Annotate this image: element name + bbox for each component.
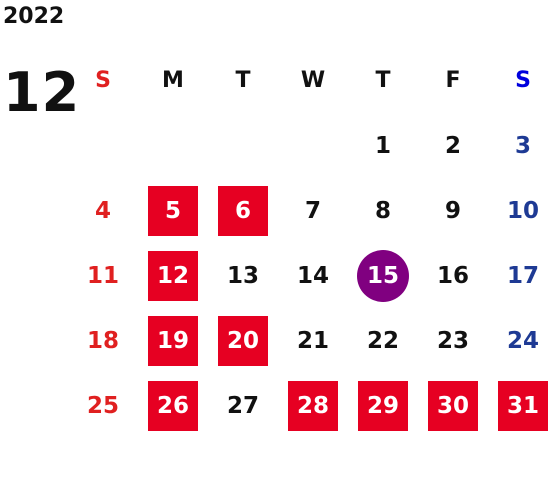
weekday-thursday: T: [375, 68, 391, 93]
day-number: 7: [304, 197, 321, 224]
day-cell[interactable]: 2: [418, 113, 488, 178]
day-cell[interactable]: 22: [348, 308, 418, 373]
day-cell[interactable]: 13: [208, 243, 278, 308]
day-number: 10: [506, 197, 539, 224]
day-number: 13: [226, 262, 259, 289]
day-number: 21: [296, 327, 329, 354]
day-cell[interactable]: 8: [348, 178, 418, 243]
weekday-sunday: S: [95, 68, 111, 93]
day-cell[interactable]: 17: [488, 243, 548, 308]
day-cell[interactable]: 20: [208, 308, 278, 373]
highlighted-day-number: 26: [148, 380, 198, 431]
day-cell[interactable]: 21: [278, 308, 348, 373]
weekday-friday: F: [445, 68, 461, 93]
highlighted-day-number: 28: [288, 380, 338, 431]
day-number: 14: [296, 262, 329, 289]
empty-day-cell: [68, 113, 138, 178]
week-row: 18 19 20 21 22 23 24: [68, 308, 548, 373]
day-number: 9: [444, 197, 461, 224]
day-cell[interactable]: 26: [138, 373, 208, 438]
day-cell[interactable]: 7: [278, 178, 348, 243]
highlighted-day-number: 20: [218, 315, 268, 366]
week-row: 1 2 3: [68, 113, 548, 178]
day-cell[interactable]: 28: [278, 373, 348, 438]
highlighted-day-number: 12: [148, 250, 198, 301]
highlighted-day-number: 31: [498, 380, 548, 431]
day-number: 23: [436, 327, 469, 354]
weekday-tuesday: T: [235, 68, 251, 93]
day-cell[interactable]: 30: [418, 373, 488, 438]
day-cell[interactable]: 27: [208, 373, 278, 438]
day-cell[interactable]: 1: [348, 113, 418, 178]
empty-day-cell: [278, 113, 348, 178]
day-number: 16: [436, 262, 469, 289]
weekday-saturday: S: [515, 68, 531, 93]
day-cell[interactable]: 23: [418, 308, 488, 373]
day-number: 27: [226, 392, 259, 419]
highlighted-day-number: 30: [428, 380, 478, 431]
week-row: 11 12 13 14 15 16 17: [68, 243, 548, 308]
day-number: 17: [506, 262, 539, 289]
day-cell[interactable]: 31: [488, 373, 548, 438]
highlighted-day-number: 5: [148, 185, 198, 236]
empty-day-cell: [208, 113, 278, 178]
highlighted-day-number: 6: [218, 185, 268, 236]
day-number: 25: [86, 392, 119, 419]
highlighted-day-number: 19: [148, 315, 198, 366]
day-cell[interactable]: 11: [68, 243, 138, 308]
weekday-wednesday: W: [300, 68, 326, 93]
day-cell[interactable]: 19: [138, 308, 208, 373]
day-cell[interactable]: 18: [68, 308, 138, 373]
day-cell[interactable]: 14: [278, 243, 348, 308]
month-label: 12: [3, 61, 81, 124]
day-cell[interactable]: 9: [418, 178, 488, 243]
today-day-number: 15: [357, 249, 409, 302]
day-cell[interactable]: 29: [348, 373, 418, 438]
day-cell[interactable]: 5: [138, 178, 208, 243]
day-number: 22: [366, 327, 399, 354]
day-cell[interactable]: 15: [348, 243, 418, 308]
day-cell[interactable]: 6: [208, 178, 278, 243]
day-number: 4: [94, 197, 111, 224]
weekday-header-row: S M T W T F S: [68, 48, 548, 113]
day-number: 1: [374, 132, 391, 159]
day-number: 8: [374, 197, 391, 224]
day-number: 3: [514, 132, 531, 159]
day-number: 11: [86, 262, 119, 289]
day-cell[interactable]: 16: [418, 243, 488, 308]
empty-day-cell: [138, 113, 208, 178]
day-cell[interactable]: 4: [68, 178, 138, 243]
year-label: 2022: [3, 4, 65, 29]
day-cell[interactable]: 24: [488, 308, 548, 373]
day-cell[interactable]: 12: [138, 243, 208, 308]
highlighted-day-number: 29: [358, 380, 408, 431]
day-cell[interactable]: 3: [488, 113, 548, 178]
day-number: 2: [444, 132, 461, 159]
day-number: 24: [506, 327, 539, 354]
day-cell[interactable]: 10: [488, 178, 548, 243]
day-cell[interactable]: 25: [68, 373, 138, 438]
day-number: 18: [86, 327, 119, 354]
weekday-monday: M: [162, 68, 184, 93]
week-row: 25 26 27 28 29 30 31: [68, 373, 548, 438]
